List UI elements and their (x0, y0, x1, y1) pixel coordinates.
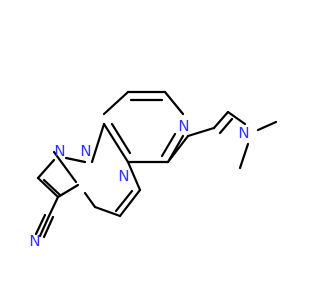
bond (56, 183, 80, 199)
bond (110, 122, 132, 155)
molecule-structure: N N N N N N (29, 90, 278, 250)
bond (93, 205, 122, 218)
bond (83, 191, 97, 209)
bond (102, 122, 130, 164)
atom-labels: N N N N N N (29, 117, 249, 250)
bond (218, 117, 234, 135)
bond (114, 189, 134, 213)
bond (118, 188, 142, 218)
bond (47, 195, 60, 218)
bond (64, 156, 87, 164)
atom-label-n-pyrazole-b: N (54, 142, 65, 160)
bond (226, 110, 247, 126)
bond (38, 214, 51, 238)
bond (163, 90, 185, 116)
atom-label-n-nitrile: N (29, 232, 40, 250)
bond (36, 176, 60, 199)
bond (34, 213, 47, 236)
bond (36, 158, 56, 180)
atom-label-n-pyrazole-a: N (80, 142, 91, 160)
bond (160, 132, 177, 158)
bond (256, 120, 278, 132)
bond (238, 142, 250, 170)
bond (126, 160, 142, 192)
bond (42, 178, 62, 197)
bond (186, 126, 216, 138)
bond-lines (34, 90, 278, 239)
atom-label-n-pyridine: N (178, 117, 189, 135)
atom-label-n-amine: N (238, 124, 249, 142)
bond (42, 215, 55, 239)
bond (102, 90, 130, 116)
bond (212, 110, 230, 130)
bond (52, 150, 78, 184)
bond (90, 122, 106, 164)
atom-label-n-pyrimidine: N (118, 167, 129, 185)
bond (166, 134, 190, 164)
